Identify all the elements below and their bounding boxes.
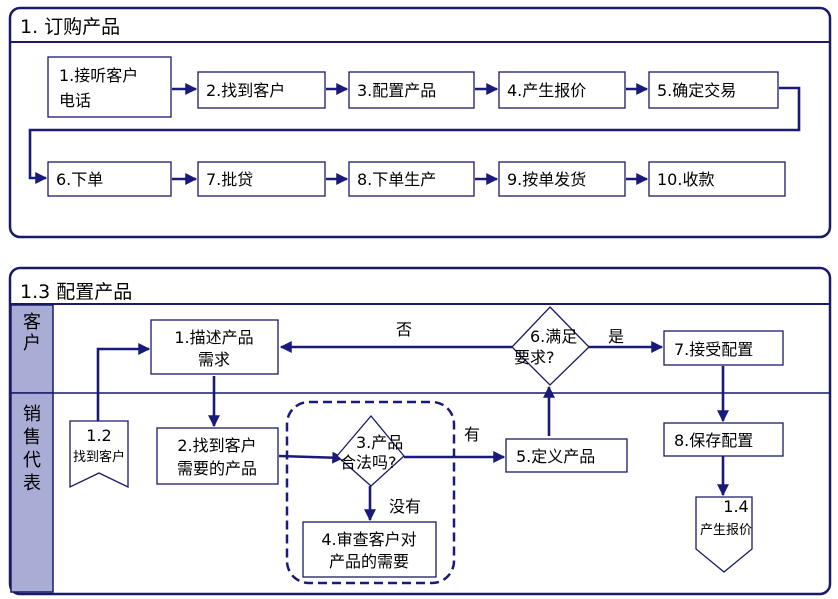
lane-sales-header	[10, 392, 54, 593]
step-7-approve-credit[interactable]: 7.批贷	[197, 161, 326, 197]
node-5-label: 5.定义产品	[516, 447, 595, 466]
step-8-production-order[interactable]: 8.下单生产	[348, 161, 475, 197]
configure-product-panel: 1.3 配置产品 客 户 销 售 代 表 1.2 找到客户	[8, 266, 832, 596]
node-5-define-product[interactable]: 5.定义产品	[505, 438, 628, 473]
node-1-describe-requirements[interactable]: 1.描述产品 需求	[150, 319, 279, 375]
node-4-line-2: 产品的需要	[329, 552, 409, 571]
step-10-collect-payment[interactable]: 10.收款	[648, 161, 786, 197]
label-has: 有	[464, 425, 480, 444]
lane-sales-label-3: 代	[23, 450, 41, 471]
lane-sales-label-2: 售	[23, 427, 41, 448]
node-1-line-2: 需求	[198, 350, 230, 369]
node-7-accept-configuration[interactable]: 7.接受配置	[663, 330, 784, 366]
node-3-line-1: 3.产品	[356, 433, 403, 452]
step-1-line-1: 1.接听客户	[59, 66, 138, 85]
lane-customer-label-1: 客	[23, 312, 41, 333]
step-9-ship-order[interactable]: 9.按单发货	[498, 161, 626, 197]
step-4-generate-quote[interactable]: 4.产生报价	[498, 71, 626, 109]
node-8-label: 8.保存配置	[674, 431, 753, 450]
arrow-node2-node3	[278, 451, 345, 464]
node-7-label: 7.接受配置	[674, 340, 753, 359]
step-3-configure-product[interactable]: 3.配置产品	[348, 71, 475, 109]
arrow-ref12-node1	[96, 343, 151, 425]
step-5-label: 5.确定交易	[657, 81, 736, 100]
legality-check-group	[285, 400, 456, 585]
step-2-label: 2.找到客户	[206, 81, 285, 100]
ref-1-2-text: 找到客户	[73, 449, 125, 465]
node-2-line-1: 2.找到客户	[177, 436, 256, 455]
ref-1-2-number: 1.2	[86, 426, 111, 445]
step-6-place-order[interactable]: 6.下单	[47, 161, 172, 197]
ref-1-4-text: 产生报价	[700, 523, 752, 538]
ref-1-4-generate-quote[interactable]: 1.4 产生报价	[695, 496, 753, 573]
step-1-line-2: 电话	[59, 91, 91, 110]
node-6-line-1: 6.满足	[530, 327, 577, 346]
ref-1-4-number: 1.4	[723, 497, 748, 516]
node-8-save-configuration[interactable]: 8.保存配置	[663, 422, 784, 457]
step-8-label: 8.下单生产	[357, 170, 436, 189]
lane-customer-header	[10, 304, 54, 394]
node-3-product-legal-decision[interactable]: 3.产品 合法吗?	[336, 414, 405, 487]
step-7-label: 7.批贷	[206, 170, 253, 189]
order-product-title: 1. 订购产品	[20, 16, 120, 38]
label-yes: 是	[608, 327, 624, 346]
step-1-answer-call[interactable]: 1.接听客户 电话	[47, 56, 172, 118]
step-6-label: 6.下单	[56, 170, 103, 189]
node-2-line-2: 需要的产品	[177, 459, 257, 478]
node-2-find-needed-product[interactable]: 2.找到客户 需要的产品	[156, 427, 279, 485]
label-no: 否	[396, 320, 412, 339]
ref-1-2-find-customer[interactable]: 1.2 找到客户	[69, 420, 129, 489]
step-9-label: 9.按单发货	[507, 170, 586, 189]
step-4-label: 4.产生报价	[507, 81, 586, 100]
arrow-step5-step6	[28, 86, 801, 184]
step-3-label: 3.配置产品	[357, 81, 436, 100]
label-none: 没有	[389, 497, 421, 516]
configure-product-title: 1.3 配置产品	[20, 281, 132, 303]
lane-sales-label-1: 销	[23, 404, 41, 425]
node-6-meets-requirements-decision[interactable]: 6.满足 要求?	[511, 306, 590, 386]
node-4-line-1: 4.审查客户对	[321, 530, 416, 549]
step-2-find-customer[interactable]: 2.找到客户	[197, 71, 326, 109]
step-5-confirm-deal[interactable]: 5.确定交易	[648, 71, 779, 109]
step-10-label: 10.收款	[657, 170, 714, 189]
order-product-panel: 1. 订购产品 1.接听客户 电话 2.找到客户 3.配置产品 4.产生报价 5…	[8, 6, 832, 239]
node-3-line-2: 合法吗?	[340, 453, 397, 472]
node-6-line-2: 要求?	[514, 348, 555, 367]
lane-sales-label-4: 表	[23, 473, 41, 494]
node-4-review-customer-needs[interactable]: 4.审查客户对 产品的需要	[302, 521, 437, 578]
node-1-line-1: 1.描述产品	[174, 328, 253, 347]
lane-customer-label-2: 户	[23, 333, 41, 354]
